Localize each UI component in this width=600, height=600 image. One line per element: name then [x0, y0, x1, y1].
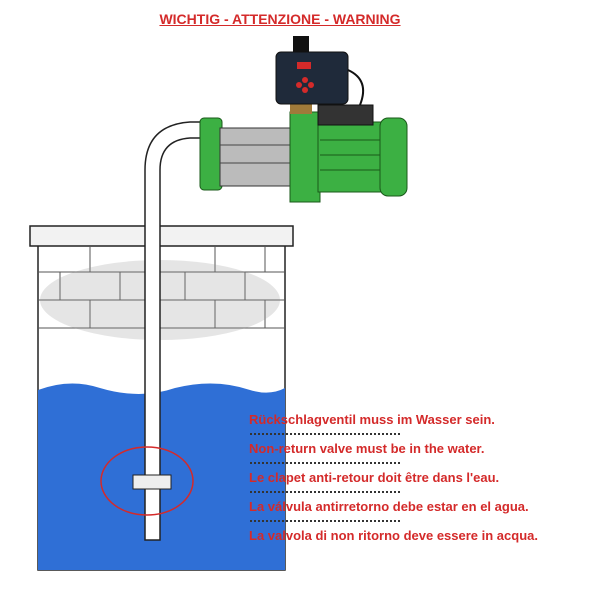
pump — [199, 36, 408, 203]
dotted-divider — [250, 462, 400, 464]
dotted-divider — [250, 433, 400, 435]
message-spanish: La válvula antirretorno debe estar en el… — [249, 499, 529, 514]
dotted-divider — [250, 520, 400, 522]
message-italian: La valvola di non ritorno deve essere in… — [249, 528, 538, 543]
well — [29, 225, 294, 571]
dotted-divider — [250, 491, 400, 493]
message-german: Rückschlagventil muss im Wasser sein. — [249, 412, 495, 427]
warning-title: WICHTIG - ATTENZIONE - WARNING — [159, 11, 401, 27]
message-french: Le clapet anti-retour doit être dans l'e… — [249, 470, 500, 485]
valve-highlight-circle — [100, 446, 194, 516]
message-english: Non-return valve must be in the water. — [249, 441, 485, 456]
non-return-valve — [132, 474, 172, 490]
